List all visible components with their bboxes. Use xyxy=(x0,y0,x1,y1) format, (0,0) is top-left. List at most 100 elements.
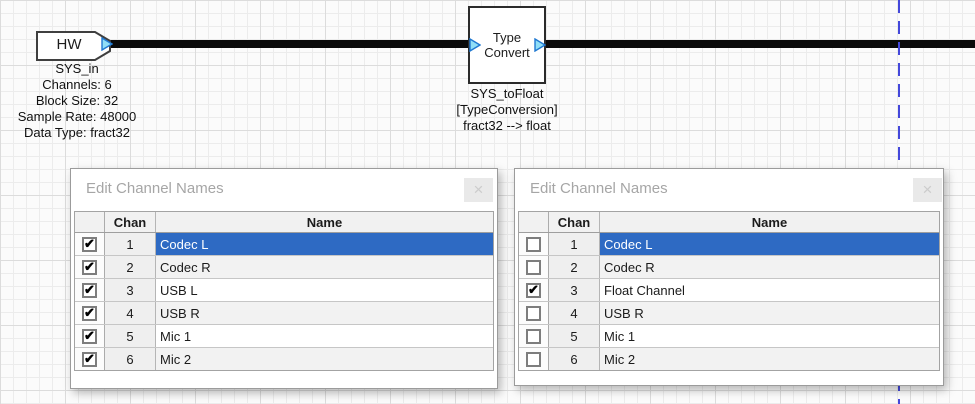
checkbox-icon[interactable]: ✔ xyxy=(82,305,97,321)
table-row[interactable]: ✔ 3 Float Channel xyxy=(519,279,939,302)
header-chan-cell: Chan xyxy=(105,212,156,232)
table-row[interactable]: ✔ 6 Mic 2 xyxy=(75,348,493,370)
chan-cell: 4 xyxy=(549,302,600,324)
chan-cell: 5 xyxy=(105,325,156,347)
channel-enable-cell[interactable]: ✔ xyxy=(75,302,105,324)
chan-cell: 4 xyxy=(105,302,156,324)
caption-line: SYS_toFloat xyxy=(470,86,544,101)
table-row[interactable]: ✔ 3 USB L xyxy=(75,279,493,302)
table-body: ✔ 1 Codec L ✔ 2 Codec R ✔ 3 USB L ✔ 4 US… xyxy=(75,233,493,370)
table-row[interactable]: ✔ 1 Codec L xyxy=(75,233,493,256)
check-icon: ✔ xyxy=(84,235,95,251)
channel-enable-cell[interactable]: ✔ xyxy=(519,302,549,324)
chan-cell: 3 xyxy=(549,279,600,301)
output-pin-icon[interactable] xyxy=(101,37,113,51)
name-cell[interactable]: Codec L xyxy=(156,233,493,255)
checkbox-icon[interactable]: ✔ xyxy=(526,259,541,275)
chan-cell: 6 xyxy=(105,348,156,370)
check-icon: ✔ xyxy=(528,281,539,297)
dialog-title: Edit Channel Names xyxy=(86,180,224,197)
type-convert-caption: SYS_toFloat [TypeConversion] fract32 -->… xyxy=(432,86,582,134)
check-icon: ✔ xyxy=(84,327,95,343)
checkbox-icon[interactable]: ✔ xyxy=(82,350,97,367)
channel-enable-cell[interactable]: ✔ xyxy=(75,256,105,278)
table-header-row: Chan Name xyxy=(519,212,939,233)
name-cell[interactable]: Mic 1 xyxy=(604,328,636,344)
chan-cell: 2 xyxy=(105,256,156,278)
signal-wire-left[interactable] xyxy=(108,40,468,48)
check-icon: ✔ xyxy=(84,350,95,366)
hw-block-label: HW xyxy=(56,36,82,53)
header-chan-cell: Chan xyxy=(549,212,600,232)
name-cell[interactable]: USB L xyxy=(160,282,198,298)
channel-enable-cell[interactable]: ✔ xyxy=(75,348,105,370)
name-cell[interactable]: Mic 1 xyxy=(160,328,192,344)
table-row[interactable]: ✔ 2 Codec R xyxy=(519,256,939,279)
caption-line: [TypeConversion] xyxy=(456,102,558,117)
channel-enable-cell[interactable]: ✔ xyxy=(519,348,549,370)
input-pin-icon[interactable] xyxy=(469,38,481,52)
channel-enable-cell[interactable]: ✔ xyxy=(75,325,105,347)
checkbox-icon[interactable]: ✔ xyxy=(82,281,97,298)
channel-enable-cell[interactable]: ✔ xyxy=(519,256,549,278)
edit-channel-names-dialog-right[interactable]: Edit Channel Names × Chan Name ✔ 1 Codec… xyxy=(514,168,944,386)
chan-cell: 2 xyxy=(549,256,600,278)
close-icon[interactable]: × xyxy=(913,178,942,202)
type-convert-label-line: Convert xyxy=(484,45,530,60)
table-row[interactable]: ✔ 5 Mic 1 xyxy=(75,325,493,348)
check-icon: ✔ xyxy=(84,281,95,297)
dialog-title: Edit Channel Names xyxy=(530,180,668,197)
chan-cell: 6 xyxy=(549,348,600,370)
checkbox-icon[interactable]: ✔ xyxy=(526,328,541,344)
header-checkbox-cell xyxy=(519,212,549,232)
name-cell[interactable]: Mic 2 xyxy=(160,351,192,367)
name-cell[interactable]: Float Channel xyxy=(604,282,685,298)
chan-cell: 5 xyxy=(549,325,600,347)
hw-input-block[interactable] xyxy=(36,31,112,62)
table-row[interactable]: ✔ 2 Codec R xyxy=(75,256,493,279)
checkbox-icon[interactable]: ✔ xyxy=(526,236,541,252)
edit-channel-names-dialog-left[interactable]: Edit Channel Names × Chan Name ✔ 1 Codec… xyxy=(70,168,498,389)
chan-cell: 1 xyxy=(105,233,156,255)
name-cell[interactable]: Codec L xyxy=(600,233,939,255)
checkbox-icon[interactable]: ✔ xyxy=(82,327,97,344)
caption-line: Data Type: fract32 xyxy=(24,125,130,140)
name-cell[interactable]: USB R xyxy=(604,305,644,321)
table-row[interactable]: ✔ 6 Mic 2 xyxy=(519,348,939,370)
name-cell[interactable]: Codec R xyxy=(604,259,655,275)
dialog-titlebar[interactable]: Edit Channel Names × xyxy=(71,169,497,211)
channel-table: Chan Name ✔ 1 Codec L ✔ 2 Codec R ✔ 3 US… xyxy=(74,211,494,371)
chan-cell: 3 xyxy=(105,279,156,301)
hw-block-caption: SYS_in Channels: 6 Block Size: 32 Sample… xyxy=(2,61,152,141)
channel-enable-cell[interactable]: ✔ xyxy=(75,233,105,255)
table-row[interactable]: ✔ 1 Codec L xyxy=(519,233,939,256)
table-row[interactable]: ✔ 5 Mic 1 xyxy=(519,325,939,348)
output-pin-icon[interactable] xyxy=(534,38,546,52)
checkbox-icon[interactable]: ✔ xyxy=(82,235,97,252)
header-checkbox-cell xyxy=(75,212,105,232)
name-cell[interactable]: Mic 2 xyxy=(604,351,636,367)
caption-line: Sample Rate: 48000 xyxy=(17,109,137,124)
name-cell[interactable]: Codec R xyxy=(160,259,211,275)
header-name-cell: Name xyxy=(600,212,939,232)
channel-enable-cell[interactable]: ✔ xyxy=(519,325,549,347)
dialog-titlebar[interactable]: Edit Channel Names × xyxy=(515,169,943,211)
checkbox-icon[interactable]: ✔ xyxy=(526,281,541,298)
checkbox-icon[interactable]: ✔ xyxy=(82,259,97,275)
checkbox-icon[interactable]: ✔ xyxy=(526,351,541,367)
table-row[interactable]: ✔ 4 USB R xyxy=(519,302,939,325)
signal-wire-right[interactable] xyxy=(546,40,975,48)
name-cell[interactable]: USB R xyxy=(160,305,200,321)
table-body: ✔ 1 Codec L ✔ 2 Codec R ✔ 3 Float Channe… xyxy=(519,233,939,370)
type-convert-block[interactable]: Type Convert xyxy=(468,6,546,84)
channel-enable-cell[interactable]: ✔ xyxy=(75,279,105,301)
caption-line: fract32 --> float xyxy=(463,118,551,133)
checkbox-icon[interactable]: ✔ xyxy=(526,305,541,321)
table-row[interactable]: ✔ 4 USB R xyxy=(75,302,493,325)
chan-cell: 1 xyxy=(549,233,600,255)
close-icon[interactable]: × xyxy=(464,178,493,202)
channel-enable-cell[interactable]: ✔ xyxy=(519,233,549,255)
type-convert-label-line: Type xyxy=(492,30,522,45)
channel-enable-cell[interactable]: ✔ xyxy=(519,279,549,301)
